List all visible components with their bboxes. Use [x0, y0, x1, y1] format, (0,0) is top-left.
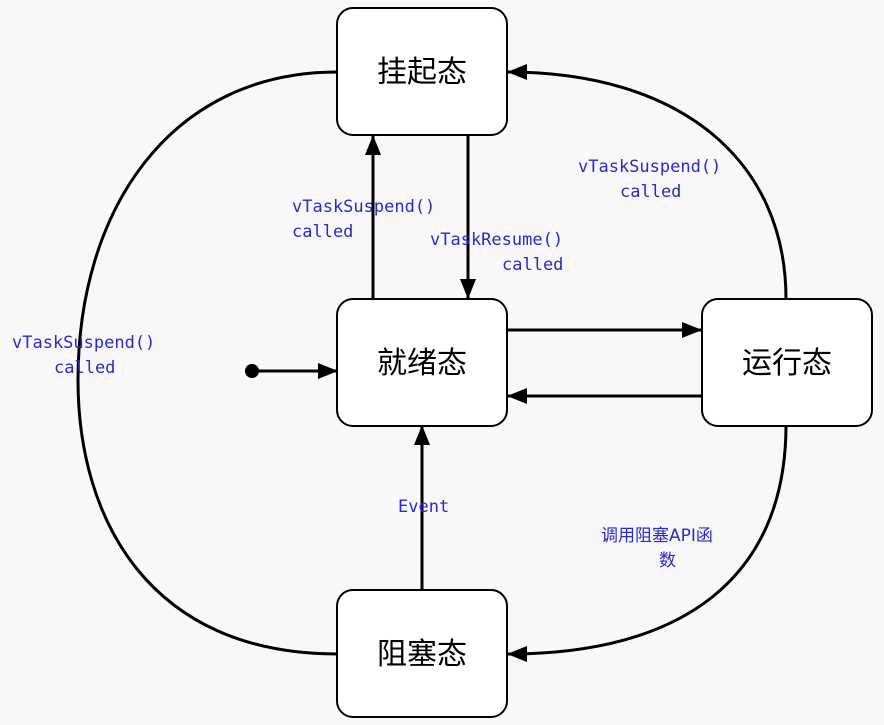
label-ready-to-suspended-line1: vTaskSuspend(): [292, 197, 435, 217]
label-running-to-blocked-line1: 调用阻塞API函: [601, 526, 713, 546]
state-suspended-label: 挂起态: [377, 55, 467, 90]
label-running-to-suspended-line1: vTaskSuspend(): [578, 157, 721, 177]
label-blocked-to-suspended-line1: vTaskSuspend(): [12, 333, 155, 353]
state-blocked-label: 阻塞态: [377, 637, 467, 672]
label-blocked-to-suspended-line2: called: [54, 358, 115, 378]
label-blocked-to-ready: Event: [398, 497, 449, 517]
state-ready-label: 就绪态: [377, 346, 467, 381]
state-suspended: 挂起态: [336, 7, 508, 136]
state-running: 运行态: [701, 298, 873, 427]
label-ready-to-suspended-line2: called: [292, 222, 353, 242]
edge-blocked-to-suspended: [76, 70, 338, 656]
state-running-label: 运行态: [742, 346, 832, 381]
state-blocked: 阻塞态: [336, 589, 508, 718]
label-running-to-blocked-line2: 数: [659, 551, 676, 571]
label-suspended-to-ready-line2: called: [502, 255, 563, 275]
edge-running-to-suspended: [507, 64, 788, 300]
label-suspended-to-ready-line1: vTaskResume(): [430, 230, 563, 250]
edge-running-to-blocked: [507, 424, 788, 662]
label-running-to-suspended-line2: called: [620, 182, 681, 202]
state-ready: 就绪态: [336, 298, 508, 427]
